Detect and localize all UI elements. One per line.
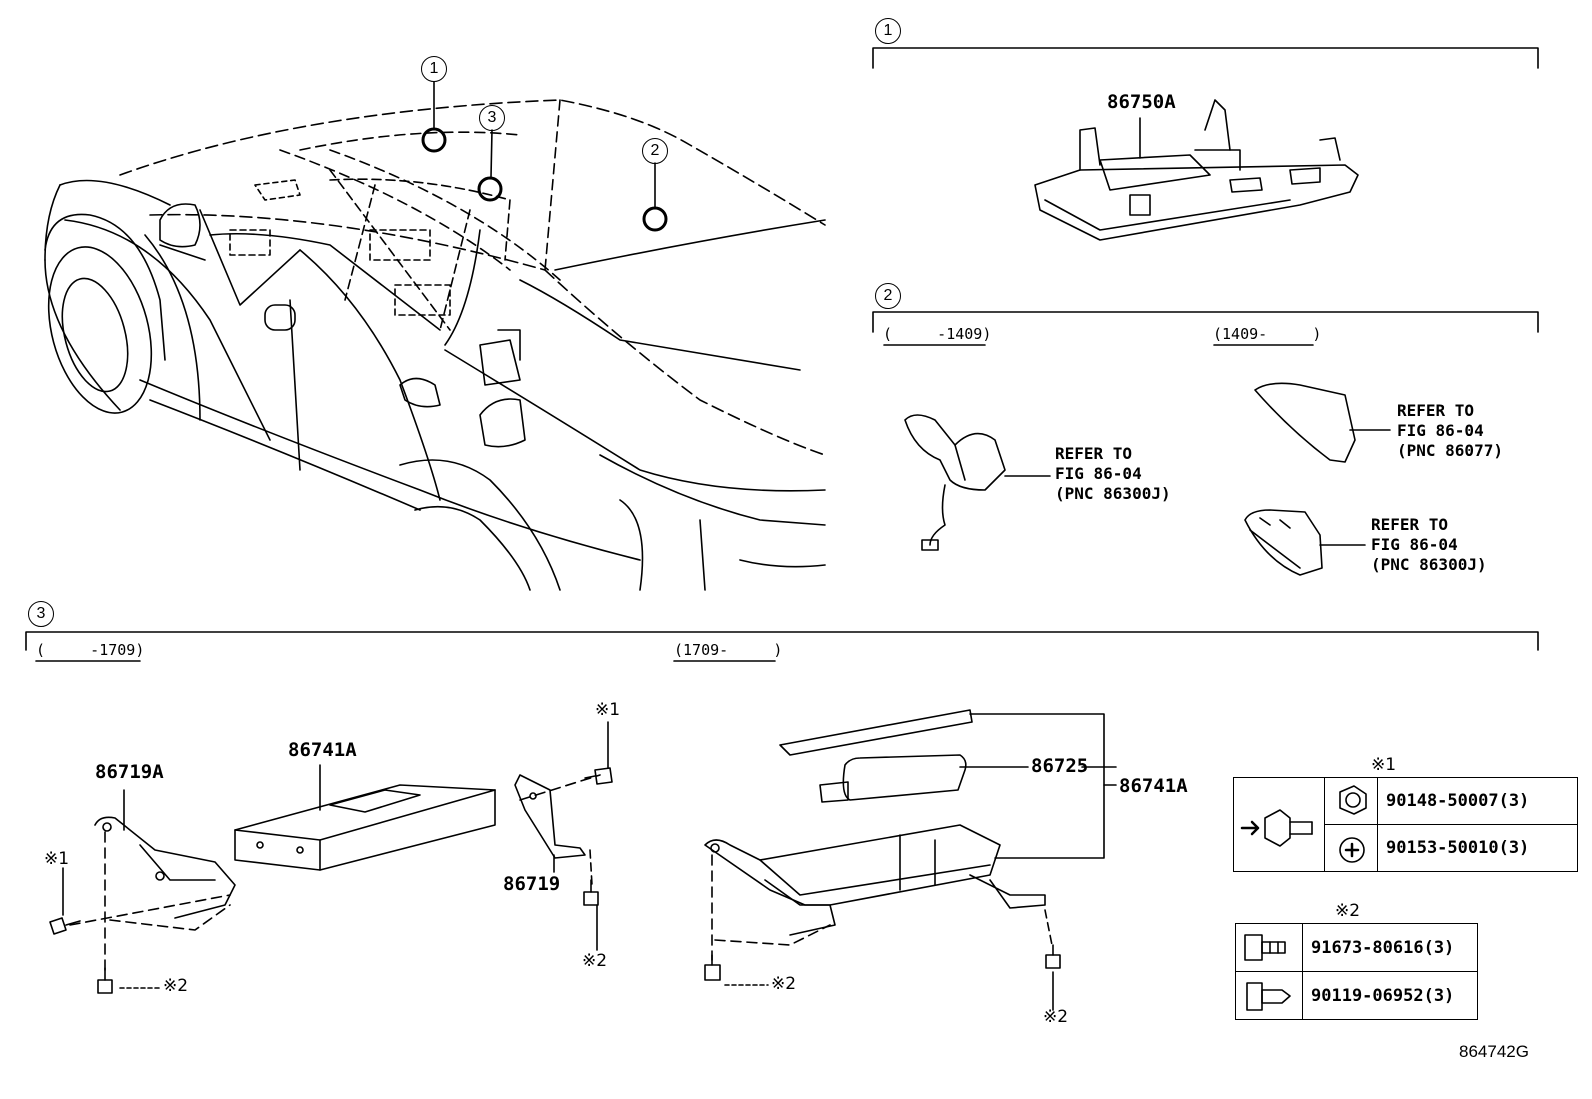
marker-2-right: ※2 [771,974,797,994]
range-to-1709: ( -1709) [36,641,145,659]
refer-to-label-b: REFER TO FIG 86-04 (PNC 86077) [1397,401,1503,460]
figure-id: 864742G [1459,1042,1529,1061]
range-from-1409: (1409- ) [1213,325,1322,343]
fastener-table-1: 90148-50007(3) 90153-50010(3) [1233,777,1578,872]
marker-2-bottom: ※2 [1043,1007,1069,1027]
part-86719A-label: 86719A [95,761,164,783]
range-to-1409: ( -1409) [883,325,992,343]
callout-2: 2 [642,138,668,164]
table-1-title: ※1 [1371,755,1397,775]
callout-3: 3 [479,105,505,131]
part-86741A-right-label: 86741A [1119,775,1188,797]
fastener-table-2: 91673-80616(3) 90119-06952(3) [1235,923,1478,1020]
part-86725-label: 86725 [1031,755,1089,777]
table-1-row-2: 90153-50010(3) [1377,824,1578,872]
table-1-icon-nut [1324,777,1378,825]
part-86741A-left-label: 86741A [288,739,357,761]
section-2-callout: 2 [875,283,901,309]
part-86719-label: 86719 [503,873,561,895]
marker-1-left: ※1 [44,849,70,869]
table-1-row-1: 90148-50007(3) [1377,777,1578,825]
table-1-icon-screw [1324,824,1378,872]
marker-2-left: ※2 [163,976,189,996]
shark-antenna-new-bottom [1244,509,1366,576]
table-2-title: ※2 [1335,901,1361,921]
part-86750A-label: 86750A [1107,91,1176,113]
right-assembly-drawing [704,709,1117,1011]
left-assembly-drawing [49,721,613,994]
table-2-row-2: 90119-06952(3) [1302,971,1478,1020]
callout-1: 1 [421,56,447,82]
table-2-icon-bolt-a [1235,923,1303,972]
shark-antenna-old [904,414,1051,551]
refer-to-label-a: REFER TO FIG 86-04 (PNC 86300J) [1055,444,1171,503]
range-from-1709: (1709- ) [674,641,783,659]
shark-antenna-new-top [1254,382,1391,463]
section-1-callout: 1 [875,18,901,44]
table-2-icon-bolt-b [1235,971,1303,1020]
table-1-bolt-cell [1233,777,1325,872]
marker-1-top: ※1 [595,700,621,720]
section-3-callout: 3 [28,601,54,627]
part-86750A-drawing [1034,99,1359,241]
refer-to-label-c: REFER TO FIG 86-04 (PNC 86300J) [1371,515,1487,574]
car-illustration [44,99,826,591]
table-2-row-1: 91673-80616(3) [1302,923,1478,972]
marker-2-bracket: ※2 [582,951,608,971]
